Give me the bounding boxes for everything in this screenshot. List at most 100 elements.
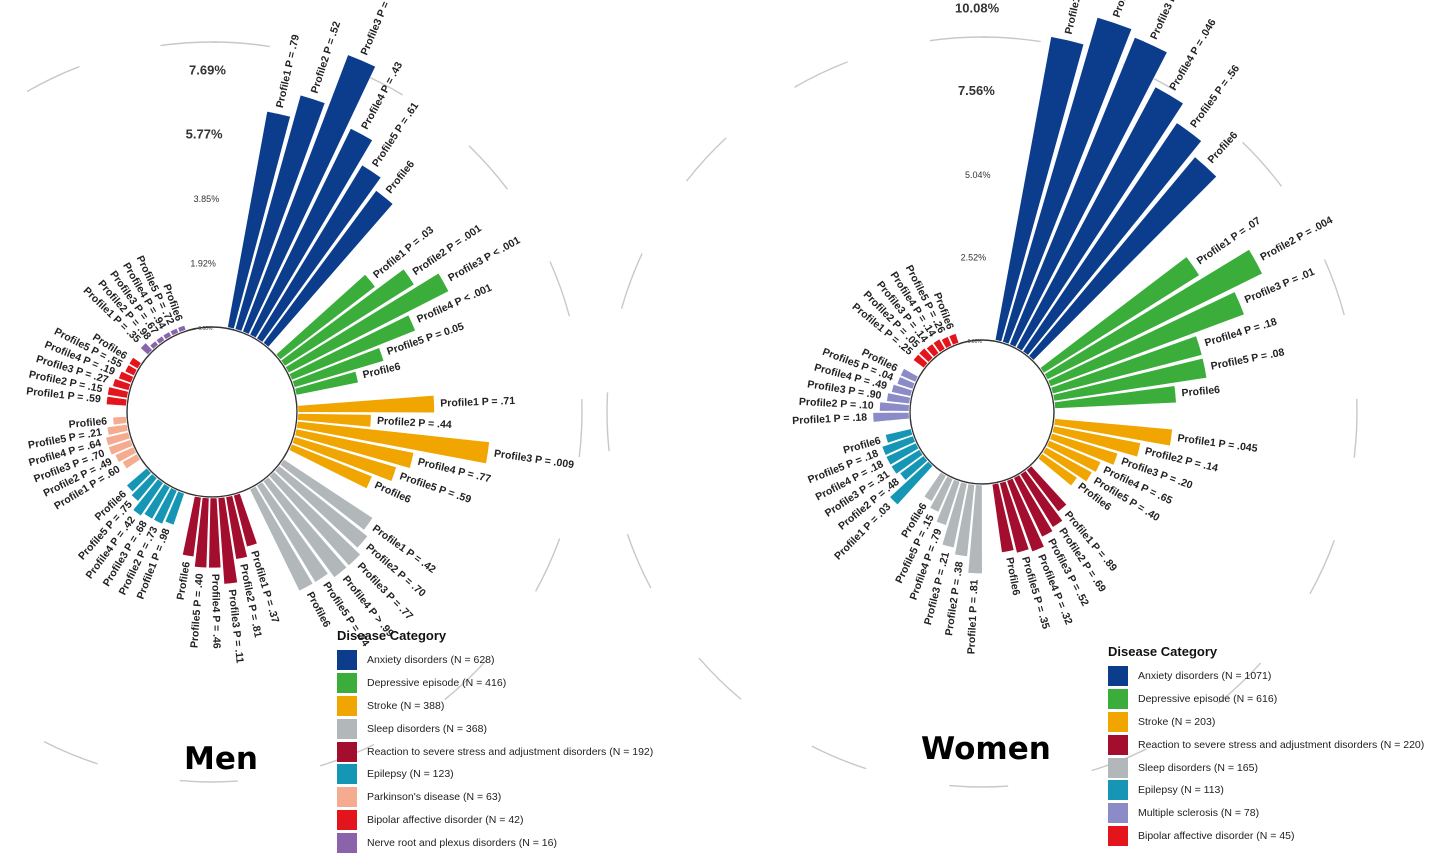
outer-guide-arc [1353, 398, 1358, 458]
outer-guide-arc [43, 741, 98, 765]
bar [932, 338, 946, 353]
bar [256, 481, 329, 583]
legend-swatch [1108, 757, 1128, 778]
bar [280, 268, 415, 367]
bar [1028, 156, 1218, 361]
legend-item: Sleep disorders (N = 368) [337, 717, 653, 740]
bar [275, 273, 376, 361]
legend-label: Depressive episode (N = 616) [1138, 693, 1278, 706]
bar [118, 370, 134, 384]
bar [128, 356, 142, 370]
bar [114, 446, 137, 463]
bar-label: Profile1 P = .71 [440, 395, 515, 410]
legend-item: Nerve root and plexus disorders (N = 16) [337, 831, 653, 854]
legend-men: Disease Category Anxiety disorders (N = … [337, 628, 653, 854]
legend-swatch [1108, 711, 1128, 732]
bar [999, 480, 1030, 554]
bar [929, 475, 954, 513]
legend-label: Stroke (N = 203) [1138, 715, 1216, 728]
bar [935, 478, 961, 526]
bar [297, 413, 372, 428]
radial-tick-label: 1.92% [190, 258, 216, 268]
radial-tick-label: 10.08% [955, 1, 1000, 16]
bar-label: Profile2 P = .44 [377, 415, 453, 431]
legend-label: Parkinson's disease (N = 63) [367, 791, 502, 804]
bar [885, 428, 914, 444]
bar-label: Profile3 P = .005 [358, 0, 401, 57]
bar-label: Profile4 P = .046 [1167, 17, 1218, 93]
bar [954, 483, 975, 557]
bar [294, 428, 415, 469]
bar [1046, 439, 1102, 473]
bar [288, 314, 416, 381]
bar [256, 164, 382, 343]
bar [1042, 446, 1093, 483]
bar [121, 453, 141, 470]
outer-guide-arc [1309, 540, 1336, 595]
inner-circle [126, 326, 298, 498]
legend-title: Disease Category [1108, 644, 1218, 659]
inner-circle [909, 339, 1055, 485]
bar-label: Profile1 P = .81 [965, 579, 980, 654]
legend-item: Bipolar affective disorder (N = 45) [1108, 825, 1424, 848]
legend-item: Stroke (N = 203) [1108, 711, 1424, 734]
legend-item: Depressive episode (N = 416) [337, 672, 653, 695]
legend-item: Sleep disorders (N = 165) [1108, 756, 1424, 779]
legend-label: Epilepsy (N = 123) [367, 768, 454, 781]
bar-label: Profile6 [175, 561, 193, 601]
legend-label: Bipolar affective disorder (N = 45) [1138, 829, 1295, 842]
bar-label: Profile1 P = .79 [274, 33, 302, 109]
bar [994, 36, 1085, 343]
legend-item: Depressive episode (N = 616) [1108, 688, 1424, 711]
bar [279, 458, 374, 531]
bar [262, 476, 348, 579]
bar [143, 483, 171, 520]
bar-label: Profile4 P = .46 [209, 574, 222, 649]
bar [296, 420, 490, 464]
bar [1025, 465, 1068, 513]
bar-label: Profile6 [1205, 129, 1240, 166]
bar [940, 336, 953, 349]
bar [925, 343, 940, 358]
legend-swatch [1108, 825, 1128, 846]
legend-swatch [337, 809, 357, 830]
bar [991, 482, 1015, 553]
bar [1022, 122, 1203, 356]
bar [139, 342, 153, 356]
outer-guide-arc [1217, 662, 1262, 704]
legend-item: Anxiety disorders (N = 628) [337, 649, 653, 672]
bar [124, 364, 138, 377]
legend-women: Disease Category Anxiety disorders (N = … [1108, 644, 1424, 847]
legend-item: Anxiety disorders (N = 1071) [1108, 665, 1424, 688]
bar [1052, 357, 1208, 402]
bar [1009, 36, 1168, 348]
bar [262, 189, 394, 348]
bar [225, 495, 248, 560]
bar [107, 386, 129, 399]
bar [912, 353, 929, 369]
bar-label: Profile5 P = .08 [1210, 346, 1286, 372]
outer-guide-arc [468, 145, 509, 190]
legend-label: Reaction to severe stress and adjustment… [1138, 738, 1425, 751]
bar-label: Profile6 [68, 415, 108, 430]
legend-item: Parkinson's disease (N = 63) [337, 786, 653, 809]
outer-guide-arc [981, 36, 1041, 43]
bar [879, 401, 910, 412]
radial-tick-label: 0.00% [198, 326, 213, 332]
bar [1006, 477, 1045, 553]
radial-tick-label: 2.52% [961, 252, 987, 262]
radial-tick-label: 3.85% [194, 194, 220, 204]
bar [889, 461, 934, 506]
bar [872, 412, 910, 423]
outer-guide-arc [578, 399, 583, 458]
legend-label: Epilepsy (N = 113) [1138, 784, 1224, 797]
panel-label-men: Men [184, 741, 258, 777]
bar [130, 473, 158, 502]
outer-guide-arc [549, 261, 571, 317]
outer-guide-arc [949, 784, 1009, 788]
legend-swatch [337, 787, 357, 808]
bar [234, 94, 326, 332]
legend-swatch [1108, 780, 1128, 801]
outer-guide-arc [626, 533, 652, 589]
bar [112, 378, 132, 391]
